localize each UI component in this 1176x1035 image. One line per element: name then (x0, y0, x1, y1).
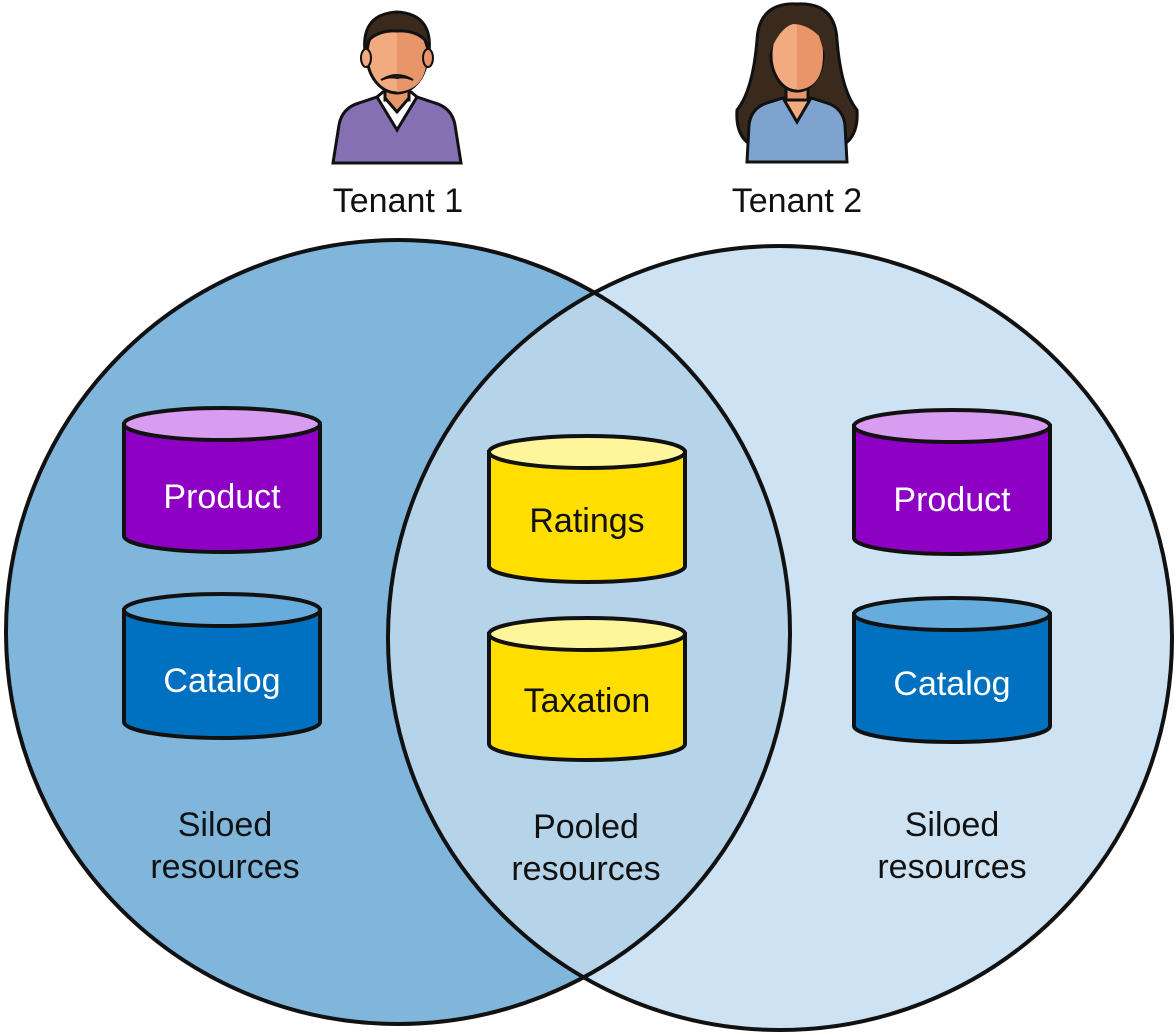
left-catalog-database: Catalog (122, 592, 322, 740)
right-circle-outline (386, 244, 1174, 1032)
ratings-label: Ratings (529, 502, 644, 540)
left-circle-outline (4, 238, 792, 1026)
man-avatar-icon (331, 10, 463, 165)
left-product-database: Product (122, 406, 322, 554)
taxation-database: Taxation (487, 616, 687, 762)
right-product-database: Product (852, 408, 1052, 556)
left-catalog-label: Catalog (163, 662, 280, 700)
left-region-label-line2: resources (150, 848, 299, 886)
right-region-label-line1: Siloed (905, 806, 1000, 844)
tenant-2-label: Tenant 2 (732, 182, 862, 220)
overlap-region-label-line2: resources (511, 850, 660, 888)
left-product-label: Product (163, 478, 281, 516)
left-region-label-line1: Siloed (178, 806, 273, 844)
taxation-label: Taxation (524, 682, 651, 720)
overlap-region-label-line1: Pooled (533, 808, 639, 846)
right-product-label: Product (893, 481, 1011, 519)
right-catalog-database: Catalog (852, 596, 1052, 744)
tenant-1-label: Tenant 1 (333, 182, 463, 220)
ratings-database: Ratings (487, 434, 687, 584)
right-catalog-label: Catalog (893, 665, 1010, 703)
right-region-label-line2: resources (877, 848, 1026, 886)
woman-avatar-icon (735, 2, 859, 164)
